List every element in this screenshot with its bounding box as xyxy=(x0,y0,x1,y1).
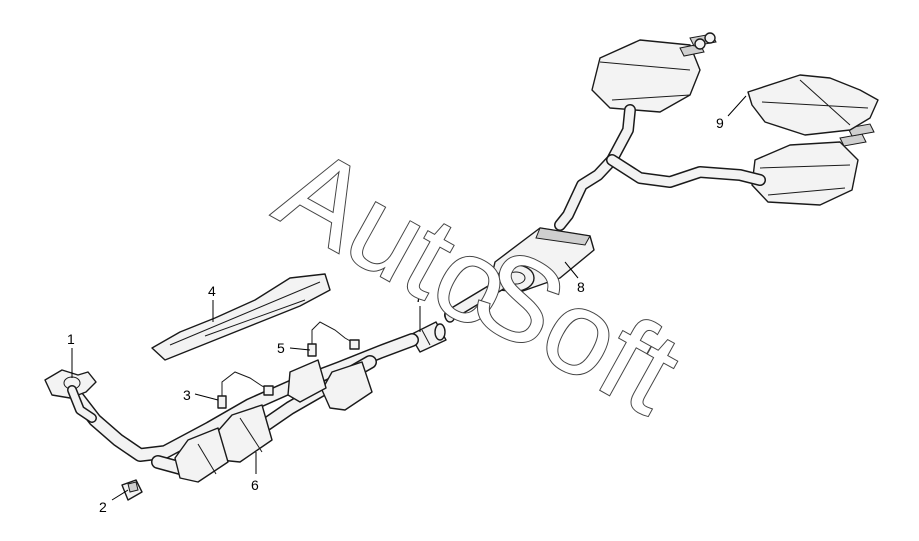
callout-8: 8 xyxy=(577,279,585,295)
oxygen-sensor-front xyxy=(217,371,274,409)
callout-6: 6 xyxy=(251,477,259,493)
intermediate-pipe xyxy=(444,279,506,323)
leader-line-3 xyxy=(194,393,219,401)
oxygen-sensor-rear xyxy=(307,321,360,357)
leader-line-5 xyxy=(289,347,311,351)
callout-5: 5 xyxy=(277,340,285,356)
callout-4: 4 xyxy=(208,283,216,299)
leader-line-9 xyxy=(727,95,747,117)
callout-7: 7 xyxy=(415,289,423,305)
callout-2: 2 xyxy=(99,499,107,515)
clamp xyxy=(409,321,447,353)
leader-line-2 xyxy=(111,489,129,501)
rear-y-pipe xyxy=(554,104,766,231)
callout-9: 9 xyxy=(716,115,724,131)
heat-shield-front xyxy=(151,273,331,361)
rear-muffler-lower xyxy=(751,123,875,206)
front-pipe-assembly xyxy=(71,333,419,483)
front-flange xyxy=(44,369,97,423)
rear-muffler-upper xyxy=(591,32,717,113)
leader-line-8 xyxy=(564,261,579,279)
callout-1: 1 xyxy=(67,331,75,347)
heat-shield-rear xyxy=(747,74,879,136)
center-muffler xyxy=(491,227,595,293)
mounting-bracket xyxy=(121,479,143,501)
callout-3: 3 xyxy=(183,387,191,403)
